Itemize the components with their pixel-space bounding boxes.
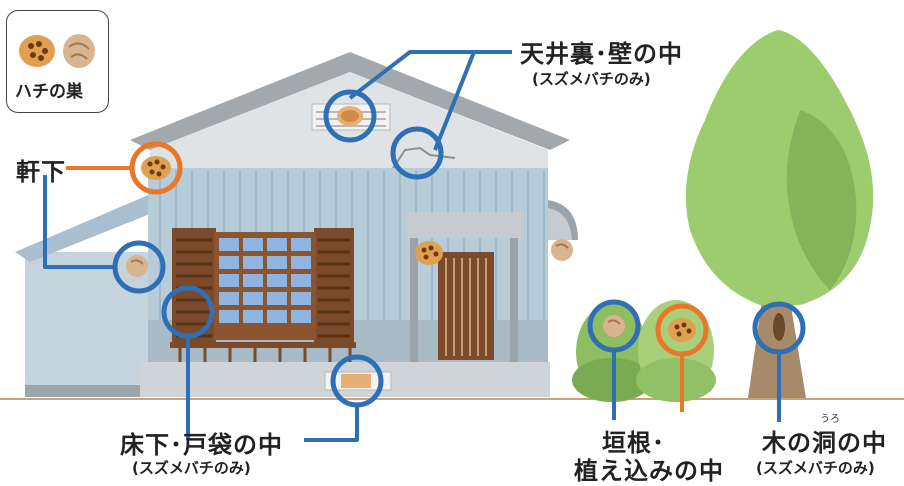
window-with-shutters [170, 228, 356, 362]
legend-box: ハチの巣 [6, 10, 109, 113]
nest-eaves-icon [141, 156, 171, 180]
note-tree-hollow: (スズメバチのみ) [756, 459, 875, 477]
nest-hedge-orange-icon [668, 318, 696, 342]
label-eaves: 軒下 [16, 158, 66, 186]
marker-tree-hollow [752, 301, 806, 355]
marker-eaves [129, 141, 183, 195]
label-tree-hollow: 木の洞の中 [762, 429, 887, 457]
note-attic-wall: (スズメバチのみ) [532, 70, 651, 88]
nest-annex-icon [126, 255, 148, 277]
nest-porch-icon [415, 241, 443, 265]
leader-vent [304, 405, 359, 442]
label-underfloor: 床下･戸袋の中 [120, 431, 283, 459]
marker-vent [330, 354, 384, 408]
honeycomb-nest-icon [19, 35, 55, 67]
nest-vent-icon [341, 374, 371, 388]
nest-awning-icon [551, 239, 573, 261]
marker-attic [323, 89, 377, 143]
legend-icons [19, 34, 95, 68]
paper-nest-icon [63, 34, 95, 68]
leader-attic [348, 50, 476, 151]
marker-hedge-orange [655, 303, 709, 357]
note-underfloor: (スズメバチのみ) [132, 459, 251, 477]
legend-label: ハチの巣 [15, 82, 83, 102]
nest-hedge-icon [603, 315, 625, 337]
nest-attic-icon [337, 106, 363, 126]
ruby-tree-hollow: うろ [820, 414, 840, 425]
marker-shutter [161, 285, 215, 339]
marker-wall-crack [390, 126, 444, 180]
leader-annex [43, 175, 116, 269]
side-annex [15, 190, 160, 397]
entrance-porch [406, 212, 524, 362]
label-attic-wall: 天井裏･壁の中 [520, 40, 683, 68]
tree [685, 30, 874, 398]
label-hedge-line1: 垣根･ [602, 429, 665, 457]
marker-hedge [587, 299, 641, 353]
marker-annex [112, 240, 166, 294]
label-hedge-line2: 植え込みの中 [574, 457, 724, 485]
